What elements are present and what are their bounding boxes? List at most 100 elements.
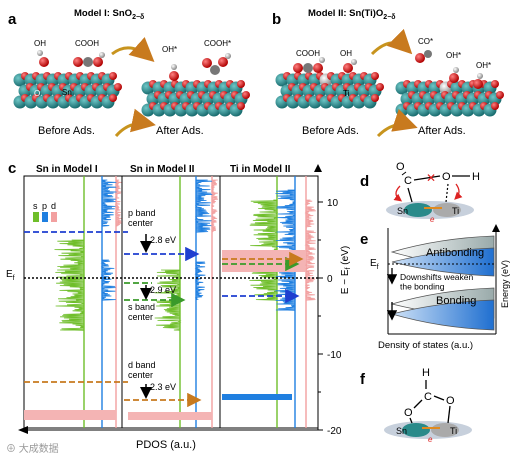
c-o-bond-f2 bbox=[433, 395, 445, 401]
sn-label-d: Sn bbox=[397, 206, 408, 216]
slab-after-a bbox=[141, 80, 250, 117]
c-o-bond-f bbox=[413, 399, 423, 409]
oh-molecule bbox=[37, 50, 49, 67]
watermark: ⊕ 大成数据 bbox=[6, 444, 59, 455]
pdos-spike-band bbox=[100, 259, 116, 301]
arrow-adsorption-a bbox=[111, 37, 155, 63]
o-atom bbox=[491, 102, 499, 110]
sn-atom-label: Sn bbox=[62, 88, 72, 97]
panel-a-title: Model I: SnO2−δ bbox=[74, 8, 144, 21]
o-atom bbox=[237, 80, 245, 88]
o-atom-label: O bbox=[34, 89, 40, 98]
legend-swatch-p bbox=[42, 212, 48, 222]
energy-tick-label: 0 bbox=[327, 274, 333, 285]
after-ads-a: After Ads. bbox=[156, 125, 204, 137]
electron-flow-arrow-2 bbox=[454, 183, 463, 200]
electron-flow-arrow-1 bbox=[393, 185, 403, 202]
after-ads-b: After Ads. bbox=[418, 125, 466, 137]
cooh-label: COOH bbox=[75, 39, 99, 48]
o-sn-bond-f bbox=[409, 417, 413, 424]
oh-star-label-b1: OH* bbox=[446, 51, 461, 60]
oh-label: OH bbox=[34, 39, 46, 48]
col-title-1: Sn in Model I bbox=[36, 164, 98, 175]
sn-label-f: Sn bbox=[396, 426, 407, 436]
oh-label-b: OH bbox=[340, 49, 352, 58]
co-adsorbed bbox=[415, 50, 432, 63]
cooh-adsorbed bbox=[202, 53, 231, 75]
panel-letter-c: c bbox=[8, 160, 16, 177]
h-atom-d: H bbox=[472, 171, 480, 183]
antibonding-band-blue bbox=[391, 247, 495, 277]
d-shift-value: 2.3 eV bbox=[150, 382, 176, 392]
before-ads-a: Before Ads. bbox=[38, 125, 95, 137]
cooh-star-label: COOH* bbox=[204, 39, 231, 48]
o-atom bbox=[376, 83, 384, 91]
o-atom bbox=[242, 91, 250, 99]
col-title-3: Ti in Model II bbox=[230, 164, 291, 175]
panel-letter-e: e bbox=[360, 231, 368, 248]
o-atom bbox=[371, 94, 379, 102]
panel-letter-d: d bbox=[360, 173, 369, 190]
pdos-axis-arrowhead bbox=[18, 426, 28, 434]
panel-f: f Sn Ti e H C O O bbox=[360, 367, 472, 444]
d-state-block bbox=[24, 410, 116, 420]
ef-label: Ef bbox=[6, 269, 15, 282]
ti-site-d bbox=[433, 203, 461, 217]
co-star-label: CO* bbox=[418, 37, 433, 46]
legend-swatch-d bbox=[51, 212, 57, 222]
panel-e: e Ef Antibonding Bonding Downshifts weak… bbox=[360, 224, 510, 351]
oh-adsorbed bbox=[169, 64, 179, 81]
pdos-spike-band bbox=[101, 179, 118, 227]
spd-legend: s p d bbox=[33, 201, 57, 222]
slab-before-a bbox=[13, 72, 122, 109]
c-atom-d: C bbox=[404, 175, 412, 187]
p-shift-value: 2.8 eV bbox=[150, 235, 176, 245]
o-right-d: O bbox=[442, 171, 451, 183]
pdos-spike-band bbox=[54, 239, 85, 331]
slab-before-b bbox=[275, 72, 384, 109]
pdos-spike-band bbox=[114, 179, 122, 227]
energy-tick-label: -20 bbox=[327, 426, 342, 437]
ti-label-f: Ti bbox=[450, 426, 457, 436]
o-atom bbox=[109, 72, 117, 80]
pdos-spike-band bbox=[194, 261, 206, 301]
energy-ticks: 100-10-20 bbox=[318, 198, 342, 437]
d-state-block-2 bbox=[128, 412, 212, 420]
cooh-molecule bbox=[73, 52, 105, 67]
cooh-molecule-b bbox=[293, 57, 325, 73]
c-o-double-d bbox=[401, 171, 407, 176]
bond-break-mark-d: ✕ bbox=[426, 171, 436, 185]
ti-site-f bbox=[431, 423, 459, 437]
o-left-f: O bbox=[404, 407, 413, 419]
antibonding-label: Antibonding bbox=[426, 247, 484, 259]
arrow-after-b bbox=[376, 108, 418, 138]
arrow-adsorption-b bbox=[370, 28, 413, 56]
sn-site-d bbox=[404, 203, 432, 217]
pdos-spike-band bbox=[249, 199, 279, 301]
energy-axis-arrowhead-e bbox=[492, 224, 500, 232]
oh-adsorbed-b bbox=[449, 67, 483, 89]
arrow-after-a bbox=[114, 108, 156, 138]
panel-c: c Sn in Model I Sn in Model II Ti in Mod… bbox=[6, 160, 352, 451]
o-right-f: O bbox=[446, 395, 455, 407]
sn-site-f bbox=[402, 423, 430, 437]
pdos-spike-band bbox=[304, 199, 316, 301]
h-atom-f: H bbox=[422, 367, 430, 379]
s-shift-value: 2.9 eV bbox=[150, 285, 176, 295]
pdos-spike-band bbox=[154, 269, 182, 331]
o-atom bbox=[496, 91, 504, 99]
oh-star-label-b2: OH* bbox=[476, 61, 491, 70]
c-sn-bond-d bbox=[407, 187, 413, 203]
electron-d: e bbox=[430, 215, 435, 224]
panel-b: b Model II: Sn(Ti)O2−δ COOH OH Ti CO* OH… bbox=[272, 8, 504, 138]
col-title-2: Sn in Model II bbox=[130, 164, 195, 175]
panel-b-title: Model II: Sn(Ti)O2−δ bbox=[308, 8, 396, 21]
pdos-spike-band bbox=[210, 179, 218, 233]
ef-label-e: Ef bbox=[370, 258, 379, 271]
ti-atom-label: Ti bbox=[343, 89, 350, 98]
ti-d-block bbox=[222, 250, 306, 272]
legend-s: s bbox=[33, 201, 38, 211]
